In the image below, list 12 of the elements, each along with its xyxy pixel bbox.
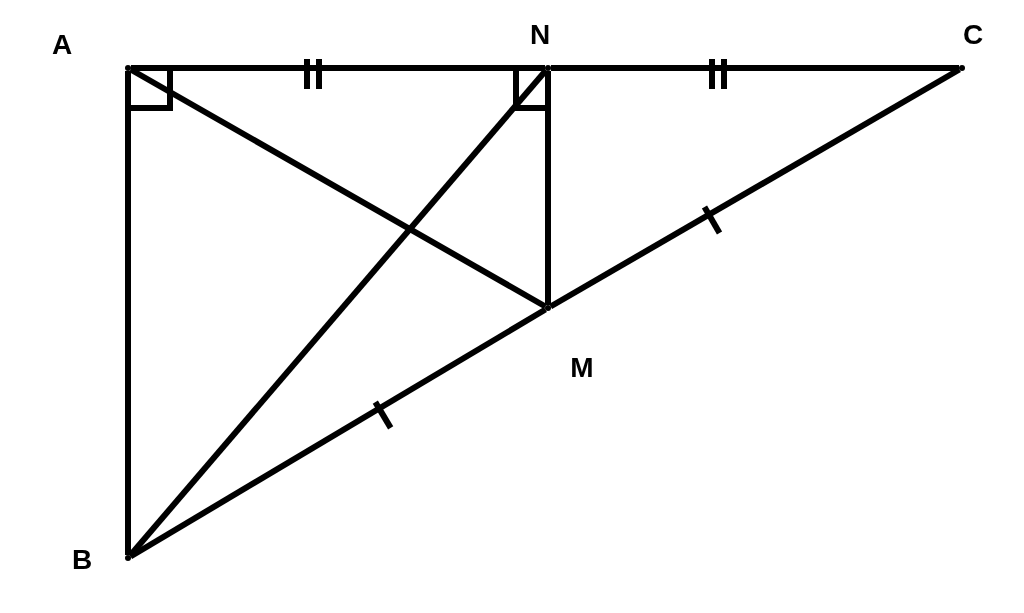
line-segment	[129, 66, 547, 310]
vertex-label: B	[71, 545, 93, 575]
line-segment	[549, 66, 961, 310]
line-segment	[551, 65, 959, 71]
line-segment	[131, 65, 545, 71]
vertex-label: N	[529, 20, 551, 50]
vertex-label: A	[51, 30, 73, 60]
vertex-label: C	[962, 20, 984, 50]
line-segment	[545, 71, 551, 305]
line-segment	[129, 306, 547, 560]
vertex-label: M	[570, 353, 594, 383]
line-segment	[125, 71, 131, 555]
